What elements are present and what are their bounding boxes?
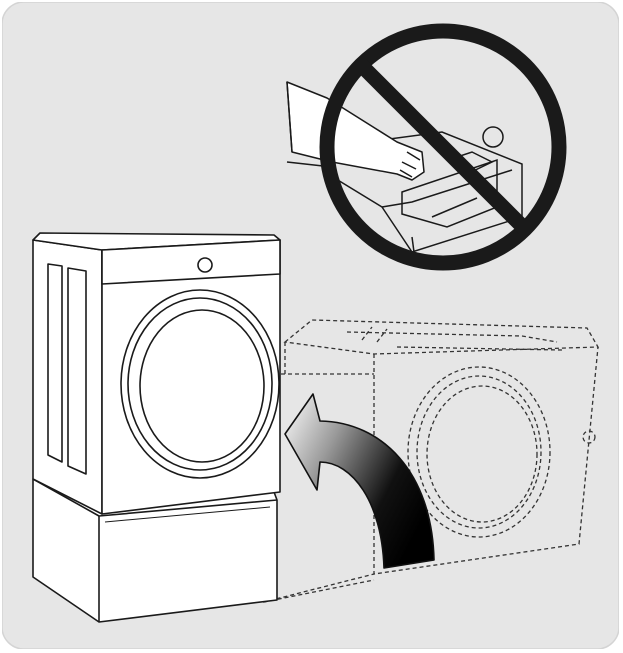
curved-arrow-icon (284, 393, 435, 569)
prohibition-inset (286, 23, 567, 271)
control-knob (197, 257, 213, 273)
washer (32, 232, 281, 623)
prohibition-icon (319, 23, 567, 271)
